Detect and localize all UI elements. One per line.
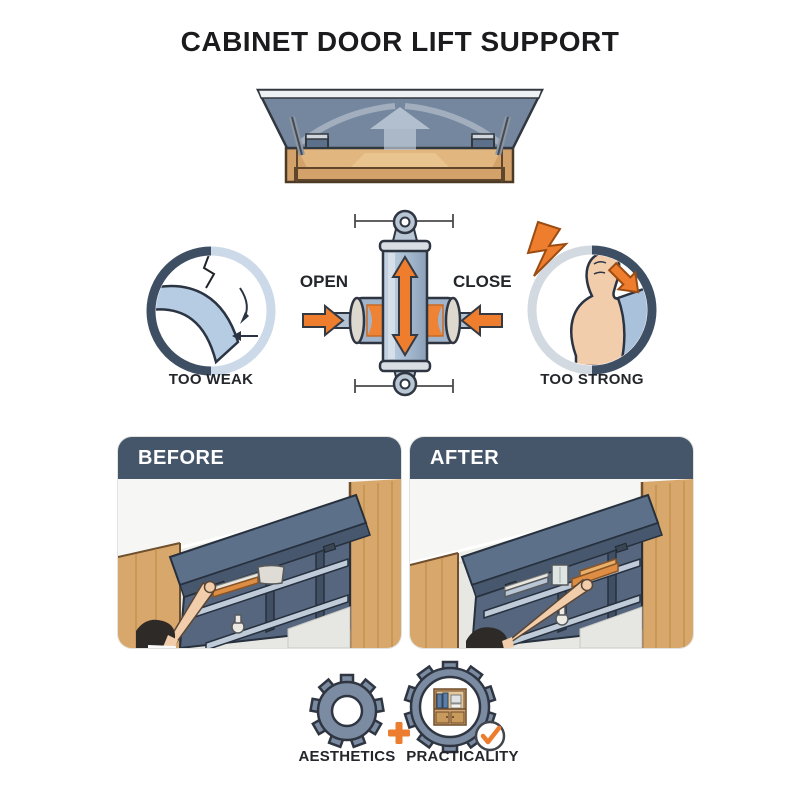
mini-cabinet-icon bbox=[433, 688, 467, 726]
too-weak-badge bbox=[146, 246, 276, 376]
person-holding-door bbox=[136, 580, 217, 648]
cabinet-box bbox=[284, 146, 515, 184]
stroke-double-arrow-icon bbox=[391, 255, 419, 357]
page-title: CABINET DOOR LIFT SUPPORT bbox=[180, 26, 620, 57]
before-panel: BEFORE bbox=[118, 437, 401, 648]
gas-strut-left-icon bbox=[289, 116, 329, 156]
close-arrow-icon bbox=[460, 303, 503, 338]
sagging-door-icon bbox=[156, 256, 258, 365]
up-arrow-icon bbox=[370, 107, 430, 150]
practicality-gear-icon bbox=[403, 660, 506, 754]
too-weak-label: TOO WEAK bbox=[168, 371, 254, 388]
shelf-items bbox=[504, 557, 619, 626]
person-reaching-shelf bbox=[466, 578, 594, 648]
aesthetics-label: AESTHETICS bbox=[298, 748, 396, 765]
after-panel-header: AFTER bbox=[410, 437, 693, 479]
plus-icon bbox=[388, 722, 410, 744]
cabinet-door-hero-illustration bbox=[255, 88, 545, 184]
before-panel-header: BEFORE bbox=[118, 437, 401, 479]
open-label: OPEN bbox=[299, 272, 349, 291]
gas-strut-right-icon bbox=[471, 116, 511, 156]
checkmark-icon bbox=[474, 720, 506, 752]
too-strong-label: TOO STRONG bbox=[540, 371, 644, 388]
lightning-icon bbox=[526, 220, 569, 277]
flexed-arm-icon bbox=[570, 255, 647, 365]
open-arrow-icon bbox=[302, 303, 345, 338]
wood-panel-left bbox=[410, 552, 459, 648]
shelf-items bbox=[212, 564, 285, 634]
aesthetics-gear-icon bbox=[309, 673, 385, 749]
too-strong-badge bbox=[526, 220, 657, 374]
overforce-arrow-icon bbox=[607, 261, 640, 294]
after-scene-illustration bbox=[410, 479, 693, 648]
after-panel: AFTER bbox=[410, 437, 693, 648]
gas-strut-diagram bbox=[302, 209, 503, 397]
benefits-illustration bbox=[309, 660, 506, 754]
close-label: CLOSE bbox=[453, 272, 512, 291]
practicality-label: PRACTICALITY bbox=[406, 748, 519, 765]
open-cabinet bbox=[168, 493, 371, 648]
before-scene-illustration bbox=[118, 479, 401, 648]
